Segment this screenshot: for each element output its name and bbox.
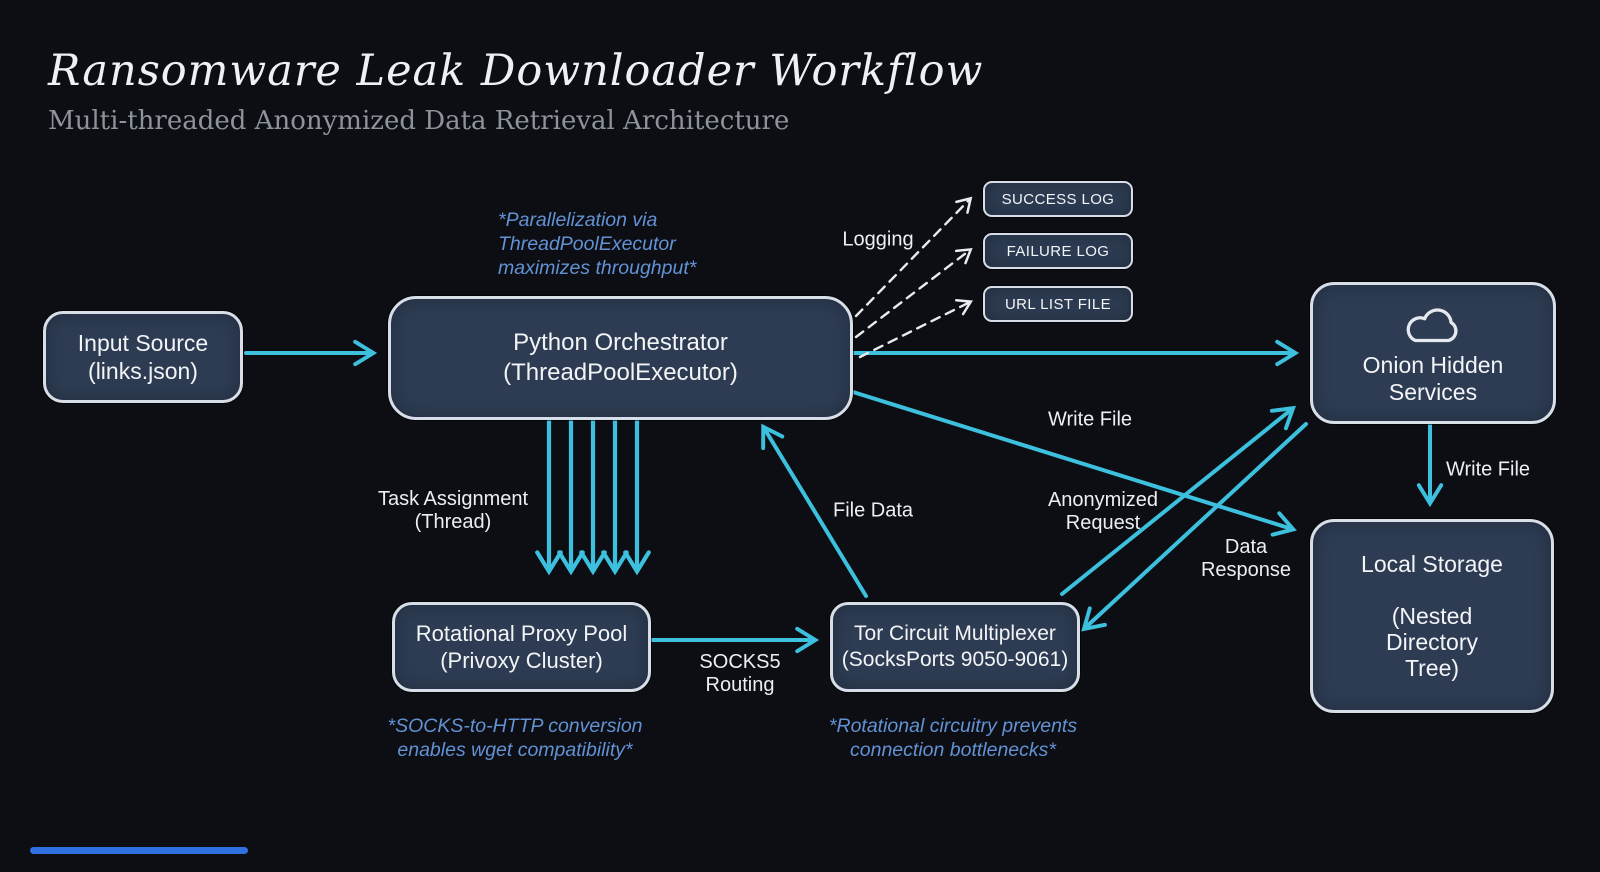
node-local-storage: Local Storage (Nested Directory Tree) [1310, 519, 1554, 713]
edge-logging-success [854, 196, 973, 318]
cloud-icon [1406, 308, 1458, 343]
edge-label-data-response: Data Response [1200, 536, 1292, 581]
node-rotational-proxy-pool: Rotational Proxy Pool (Privoxy Cluster) [392, 602, 651, 692]
page-title: Ransomware Leak Downloader Workflow [48, 46, 984, 96]
node-tor-circuit-multiplexer: Tor Circuit Multiplexer (SocksPorts 9050… [830, 602, 1080, 692]
edge-onion-to-tor-data-response [1081, 422, 1308, 632]
node-failure-log-label: FAILURE LOG [1006, 242, 1110, 260]
edge-label-logging: Logging [842, 228, 914, 251]
progress-bar [30, 847, 248, 854]
node-url-list-file-label: URL LIST FILE [1004, 295, 1112, 313]
annotation-rotational-circuitry: *Rotational circuitry prevents connectio… [828, 715, 1078, 761]
edge-tor-to-onion-anonymized-request [1060, 405, 1297, 596]
node-success-log: SUCCESS LOG [983, 181, 1133, 217]
node-url-list-file: URL LIST FILE [983, 286, 1133, 322]
edge-logging-failure [854, 247, 973, 339]
edge-label-write-file-right: Write File [1445, 458, 1531, 481]
node-input-source-label: Input Source (links.json) [77, 330, 209, 384]
edge-label-write-file-mid: Write File [1047, 408, 1133, 431]
edge-logging-url-list [858, 299, 973, 359]
node-python-orchestrator: Python Orchestrator (ThreadPoolExecutor) [388, 296, 853, 420]
edge-label-anonymized-request: Anonymized Request [1047, 489, 1159, 534]
annotation-socks-to-http: *SOCKS-to-HTTP conversion enables wget c… [387, 715, 643, 761]
page-subtitle: Multi-threaded Anonymized Data Retrieval… [48, 106, 790, 136]
edge-label-file-data: File Data [832, 499, 914, 522]
node-local-storage-label: Local Storage (Nested Directory Tree) [1361, 551, 1503, 681]
node-onion-hidden-services: Onion Hidden Services [1310, 282, 1556, 424]
node-python-orchestrator-label: Python Orchestrator (ThreadPoolExecutor) [503, 329, 738, 386]
node-rotational-proxy-pool-label: Rotational Proxy Pool (Privoxy Cluster) [415, 621, 628, 673]
edge-tor-to-orchestrator-file-data [761, 423, 868, 598]
edge-label-task-assignment: Task Assignment (Thread) [377, 488, 529, 533]
node-input-source: Input Source (links.json) [43, 311, 243, 403]
edge-label-socks5-routing: SOCKS5 Routing [699, 651, 781, 696]
node-success-log-label: SUCCESS LOG [1001, 190, 1115, 208]
annotation-parallelization: *Parallelization via ThreadPoolExecutor … [498, 209, 697, 279]
node-failure-log: FAILURE LOG [983, 233, 1133, 269]
node-tor-circuit-multiplexer-label: Tor Circuit Multiplexer (SocksPorts 9050… [841, 622, 1069, 671]
node-onion-hidden-services-label: Onion Hidden Services [1362, 352, 1504, 405]
